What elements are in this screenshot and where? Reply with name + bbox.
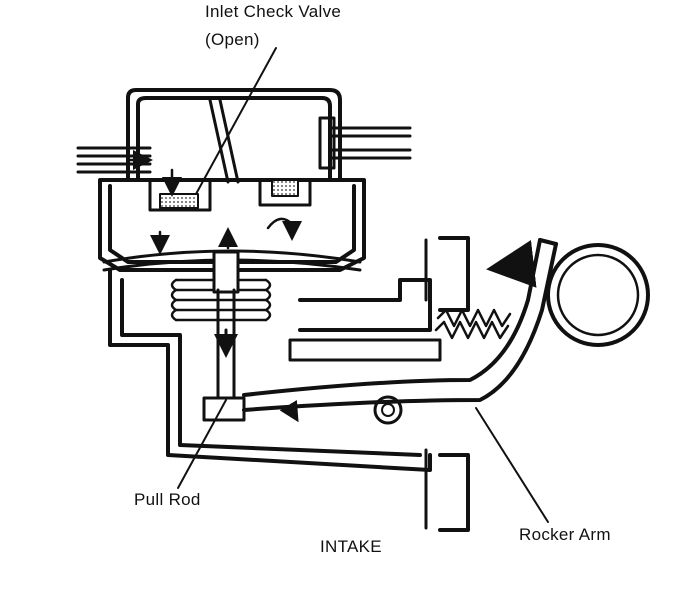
outlet-valve [258, 179, 312, 241]
motion-arrow [486, 240, 537, 288]
upper-housing [98, 88, 366, 272]
rocker-spring [434, 308, 512, 340]
mounting-flange [424, 236, 470, 532]
lower-body [108, 268, 442, 472]
eccentric-cam [546, 243, 650, 347]
pull-rod [202, 227, 246, 422]
rocker-arm [242, 238, 558, 425]
intake-label: INTAKE [320, 537, 382, 556]
pull-rod-label: Pull Rod [134, 490, 201, 509]
inlet-check-valve-label: Inlet Check Valve [205, 2, 342, 21]
leader-lines [177, 47, 549, 523]
valve-state-label: (Open) [205, 30, 260, 49]
inlet-check-valve [148, 168, 212, 212]
outlet-pipe [318, 116, 412, 170]
rocker-arm-label: Rocker Arm [519, 525, 611, 544]
